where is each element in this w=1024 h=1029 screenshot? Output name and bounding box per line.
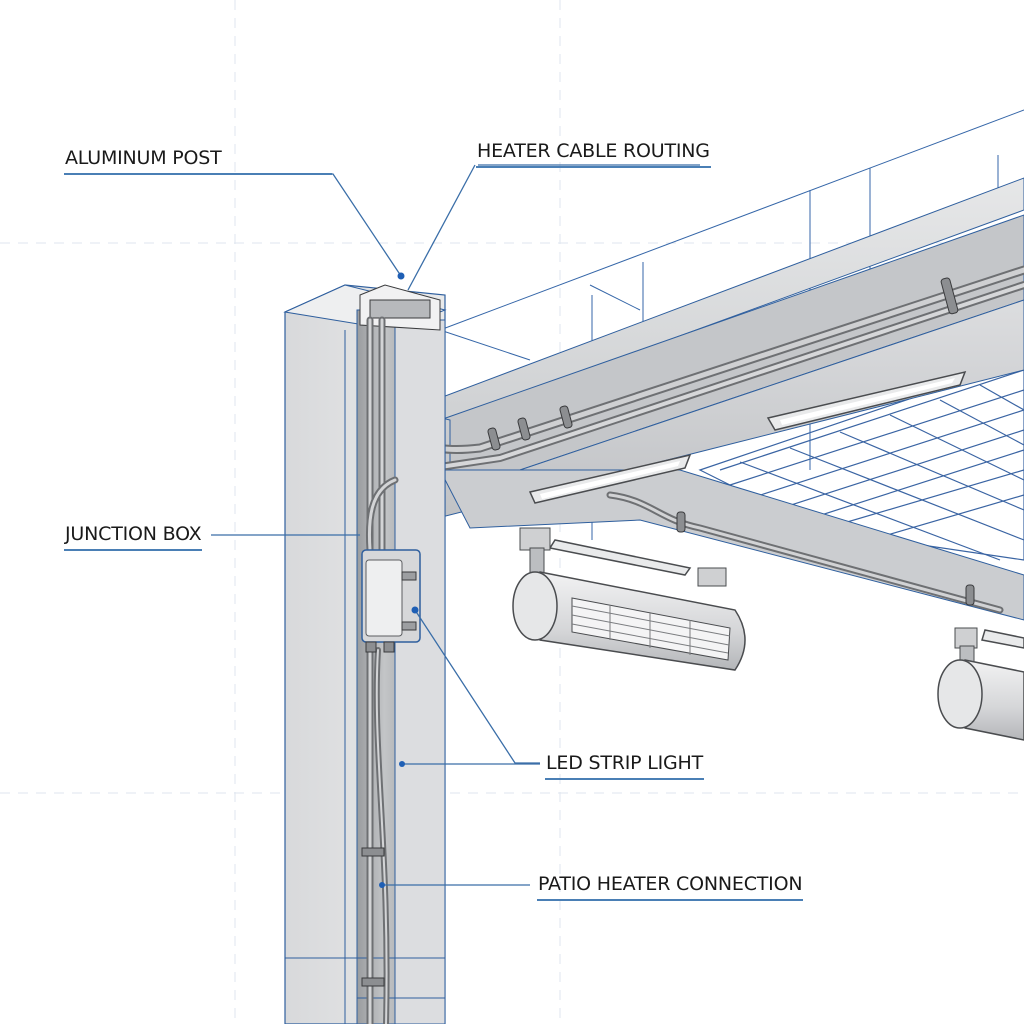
aluminum-post — [283, 284, 447, 1028]
label-heater-cable-routing-text: HEATER CABLE ROUTING — [476, 140, 711, 168]
junction-box — [361, 549, 421, 653]
label-heater-cable-routing: HEATER CABLE ROUTING — [476, 140, 711, 168]
label-junction-box: JUNCTION BOX — [64, 523, 203, 551]
label-patio-heater-connection: PATIO HEATER CONNECTION — [537, 873, 804, 901]
patio-heater-left — [512, 527, 746, 671]
label-junction-box-text: JUNCTION BOX — [64, 523, 203, 551]
cable-clips — [487, 277, 975, 606]
led-strip-lights — [528, 370, 1024, 649]
patio-heater-right — [937, 627, 1024, 741]
label-led-strip-light-text: LED STRIP LIGHT — [545, 752, 705, 780]
label-aluminum-post: ALUMINUM POST — [64, 147, 332, 175]
label-patio-heater-connection-text: PATIO HEATER CONNECTION — [537, 873, 804, 901]
label-led-strip-light: LED STRIP LIGHT — [545, 752, 705, 780]
label-aluminum-post-text: ALUMINUM POST — [64, 147, 332, 175]
lower-beam — [439, 469, 1024, 621]
leader-dots — [379, 272, 419, 888]
